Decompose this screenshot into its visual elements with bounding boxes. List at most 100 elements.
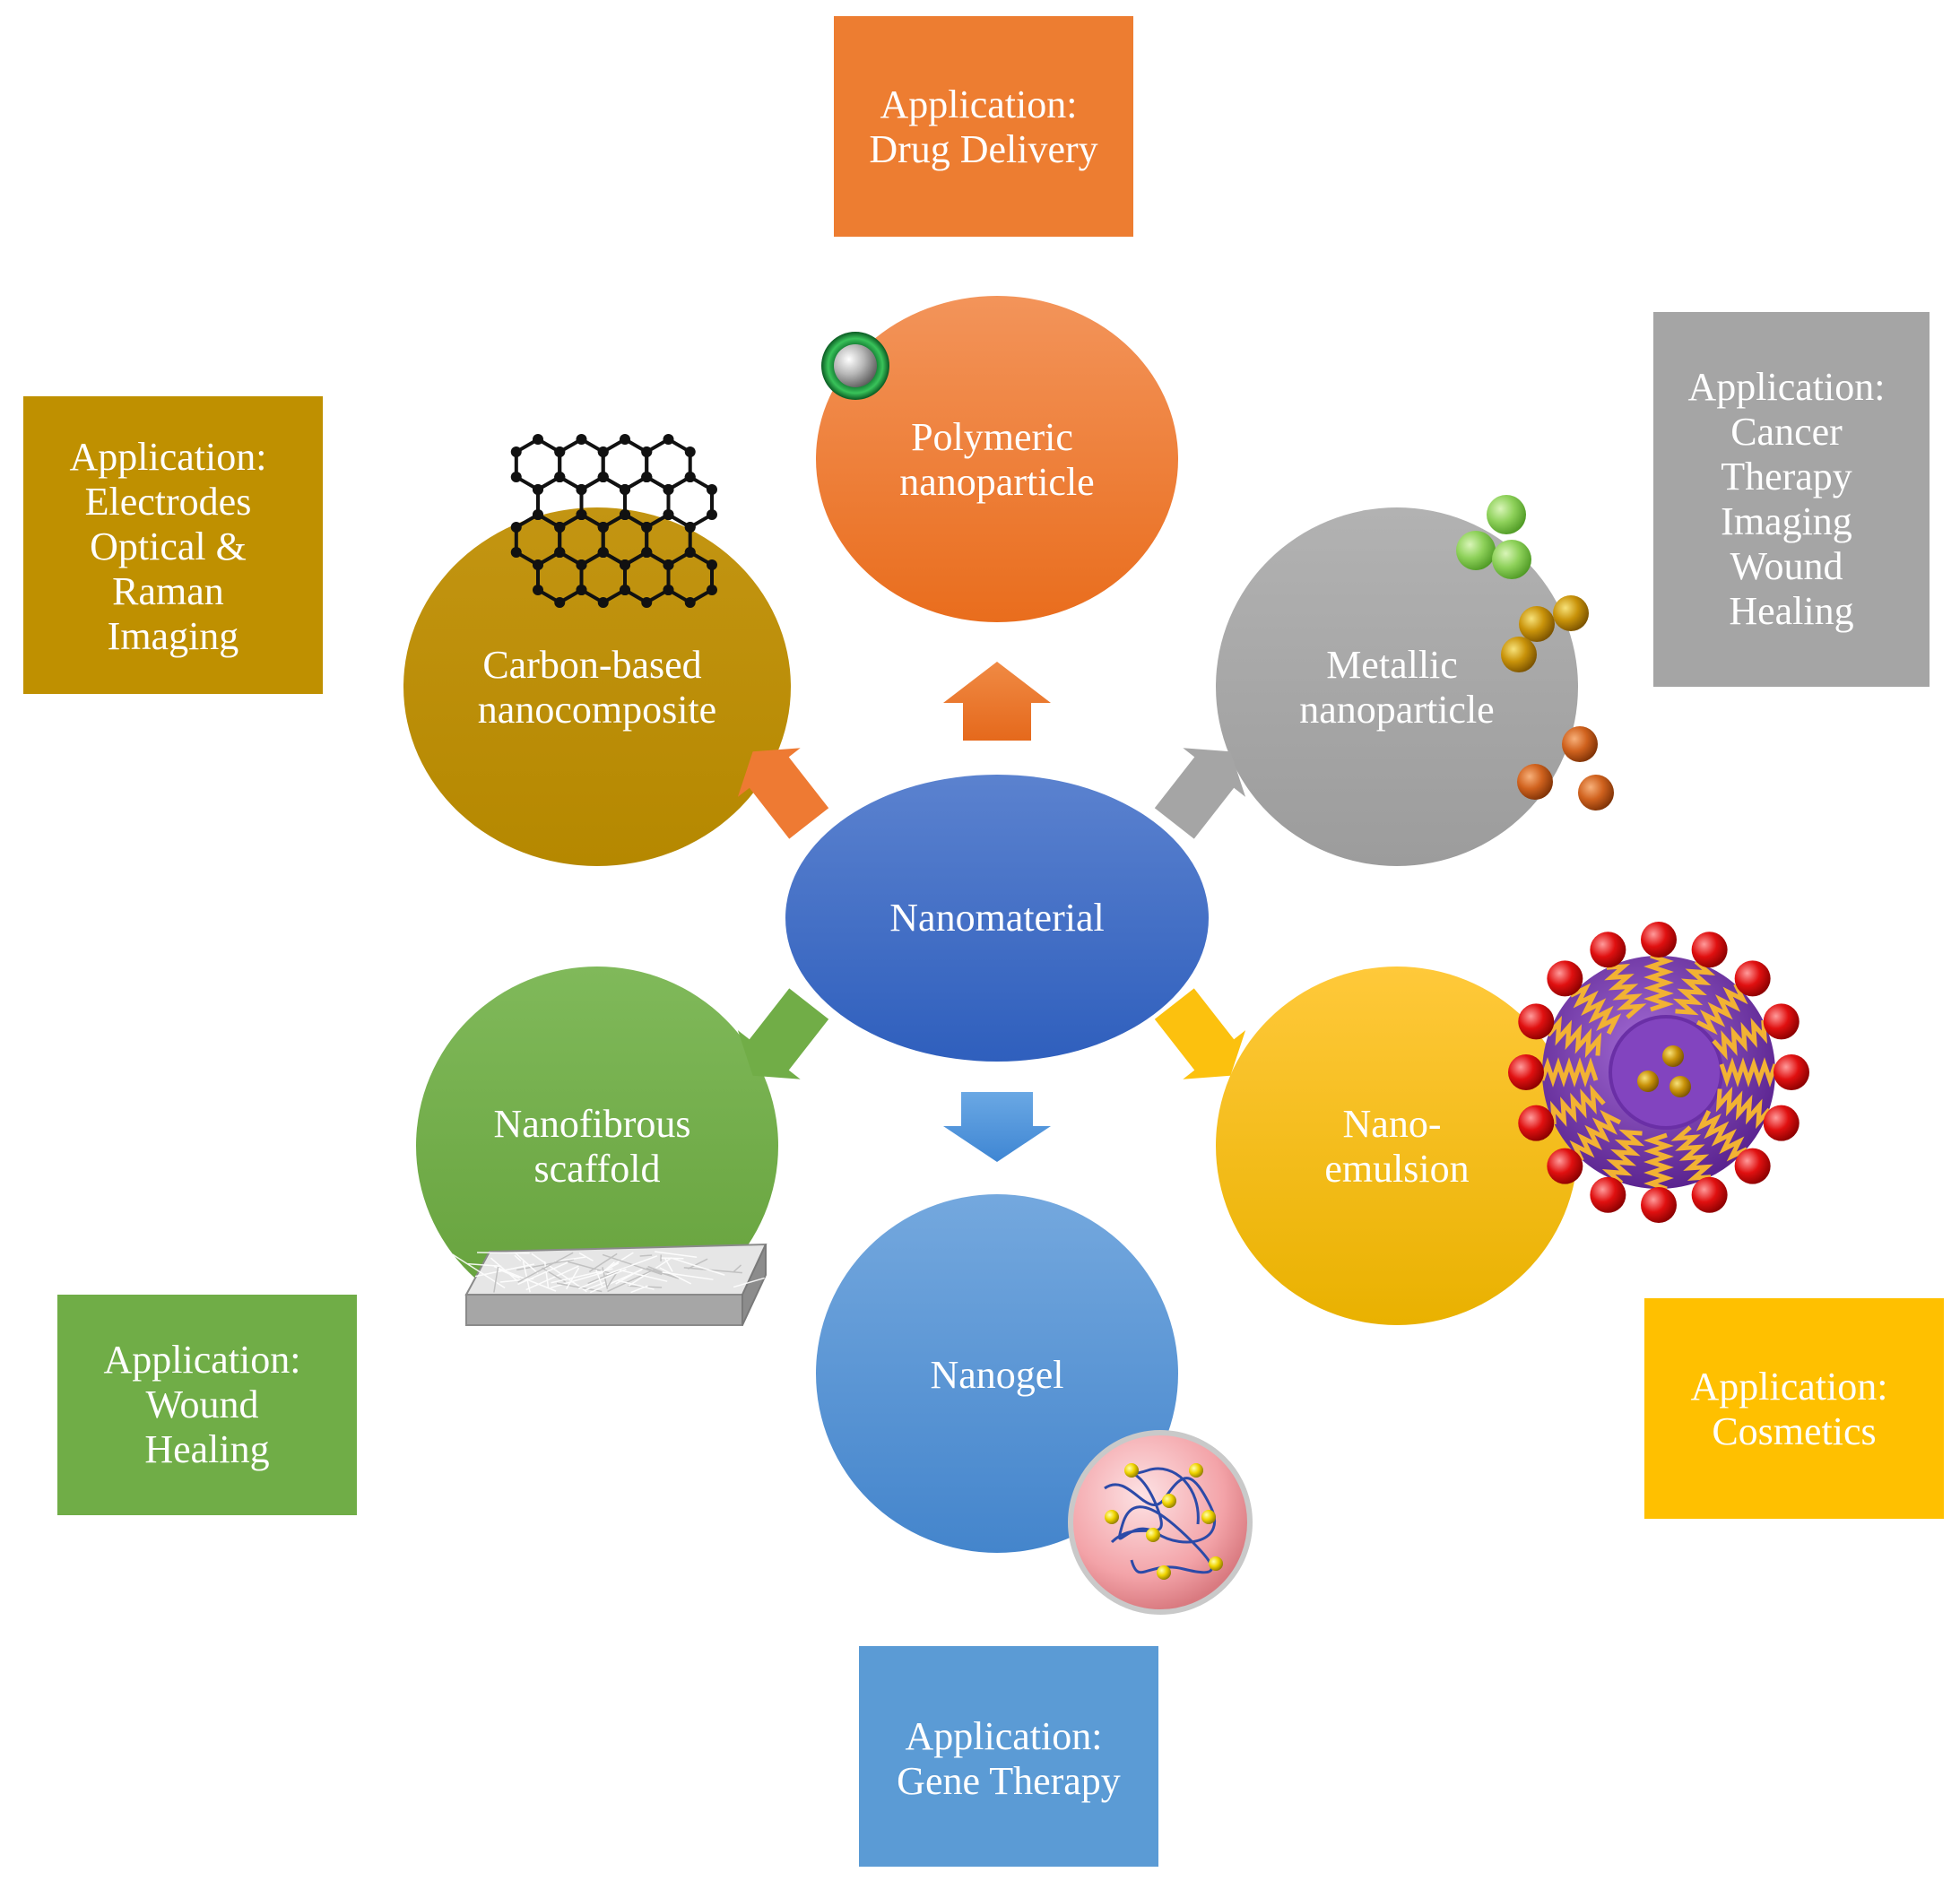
node-label: Nanogel bbox=[930, 1353, 1063, 1397]
surfactant-head bbox=[1547, 960, 1583, 997]
surfactant-head bbox=[1763, 1105, 1800, 1141]
surfactant-chain bbox=[1569, 983, 1622, 1036]
surfactant-chain bbox=[1695, 1109, 1748, 1162]
node-label: Polymeric nanoparticle bbox=[899, 415, 1094, 504]
lattice-atom bbox=[510, 446, 522, 457]
lattice-atom bbox=[533, 509, 543, 520]
lattice-atom bbox=[663, 559, 674, 570]
fiber-strand bbox=[618, 1279, 655, 1290]
arrow-lower-left-icon bbox=[737, 988, 829, 1079]
surfactant-head bbox=[1590, 932, 1626, 968]
fiber-strand bbox=[551, 1268, 613, 1284]
fiber-strand bbox=[659, 1267, 692, 1285]
node-polymeric-nanoparticle: Polymeric nanoparticle bbox=[816, 296, 1178, 622]
lattice-atom bbox=[619, 585, 630, 595]
lattice-atom bbox=[641, 597, 653, 608]
surfactant-head bbox=[1691, 932, 1728, 968]
lattice-atom bbox=[706, 509, 717, 520]
application-label: Application: Drug Delivery bbox=[869, 82, 1097, 171]
surfactant-chain bbox=[1569, 1109, 1622, 1162]
lattice-atom bbox=[533, 585, 543, 595]
node-nanogel: Nanogel bbox=[816, 1194, 1178, 1553]
arrow-up-icon bbox=[943, 662, 1051, 741]
application-box-drug-delivery: Application: Drug Delivery bbox=[834, 16, 1133, 237]
core-shell-particle-icon bbox=[821, 332, 889, 400]
lattice-atom bbox=[684, 522, 696, 533]
surfactant-head bbox=[1518, 1003, 1555, 1040]
surfactant-chain bbox=[1719, 1057, 1778, 1088]
fiber-strand bbox=[733, 1264, 742, 1273]
fiber-strand bbox=[517, 1261, 568, 1286]
lattice-atom bbox=[619, 484, 630, 495]
fiber-strand bbox=[531, 1253, 587, 1293]
application-box-wound-healing: Application: Wound Healing bbox=[57, 1295, 357, 1515]
surfactant-chain bbox=[1670, 1125, 1713, 1182]
surfactant-head bbox=[1547, 1148, 1583, 1184]
gel-network-icon bbox=[1068, 1430, 1253, 1615]
surfactant-chain bbox=[1695, 983, 1748, 1036]
lattice-atom bbox=[641, 446, 653, 457]
lattice-atom bbox=[554, 522, 566, 533]
application-label: Application: Gene Therapy bbox=[897, 1714, 1121, 1803]
metal-spheres-icon bbox=[1456, 495, 1614, 810]
surfactant-chain bbox=[1715, 1086, 1772, 1130]
lattice-atom bbox=[619, 434, 630, 445]
fiber-strand bbox=[733, 1277, 765, 1288]
surfactant-chain bbox=[1643, 953, 1674, 1012]
surfactant-chain bbox=[1539, 1057, 1599, 1088]
lattice-atom bbox=[533, 434, 543, 445]
fiber-strand bbox=[619, 1269, 668, 1282]
fiber-strand bbox=[655, 1251, 698, 1259]
lattice-atom bbox=[706, 484, 717, 495]
application-box-electrodes: Application: Electrodes Optical & Raman … bbox=[23, 396, 323, 694]
surfactant-chain bbox=[1549, 1084, 1606, 1127]
surfactant-chain bbox=[1604, 963, 1647, 1019]
node-nanofibrous-scaffold: Nanofibrous scaffold bbox=[416, 967, 778, 1325]
fiber-strand bbox=[606, 1255, 658, 1276]
fiber-strand bbox=[517, 1252, 574, 1283]
lattice-atom bbox=[533, 484, 543, 495]
node-metallic-nanoparticle: Metallic nanoparticle bbox=[1216, 507, 1578, 866]
fiber-strand bbox=[611, 1252, 634, 1268]
fiber-strand bbox=[555, 1256, 586, 1262]
lattice-atom bbox=[597, 597, 609, 608]
fiber-strand bbox=[683, 1267, 742, 1274]
graphene-lattice-icon bbox=[510, 434, 717, 608]
fiber-strand bbox=[578, 1252, 594, 1261]
surfactant-head bbox=[1691, 1176, 1728, 1213]
surfactant-head bbox=[1734, 1148, 1771, 1184]
fiber-strand bbox=[542, 1267, 566, 1283]
fiber-strand bbox=[687, 1258, 708, 1270]
fiber-strand bbox=[514, 1254, 522, 1261]
lattice-atom bbox=[684, 472, 696, 482]
application-box-cancer-therapy: Application: Cancer Therapy Imaging Woun… bbox=[1653, 312, 1930, 687]
surfactant-head bbox=[1641, 922, 1677, 958]
node-label: Nanofibrous scaffold bbox=[494, 1102, 701, 1191]
lattice-atom bbox=[684, 446, 696, 457]
lattice-atom bbox=[554, 472, 566, 482]
lattice-atom bbox=[576, 509, 587, 520]
lattice-atom bbox=[533, 559, 543, 570]
surfactant-head bbox=[1590, 1176, 1626, 1213]
fiber-strand bbox=[568, 1261, 617, 1276]
application-label: Application: Wound Healing bbox=[104, 1338, 311, 1471]
fiber-strand bbox=[499, 1278, 534, 1283]
lattice-atom bbox=[576, 434, 587, 445]
lattice-atom bbox=[510, 472, 522, 482]
lattice-atom bbox=[597, 446, 609, 457]
fiber-strand bbox=[474, 1263, 535, 1278]
surfactant-head bbox=[1641, 1187, 1677, 1223]
surfactant-chain bbox=[1712, 1018, 1768, 1061]
emulsion-droplet-icon bbox=[1508, 922, 1809, 1223]
lattice-atom bbox=[576, 585, 587, 595]
surfactant-head bbox=[1774, 1054, 1809, 1090]
lattice-atom bbox=[510, 522, 522, 533]
lattice-atom bbox=[706, 585, 717, 595]
lattice-atom bbox=[706, 559, 717, 570]
fiber-strand bbox=[493, 1266, 499, 1293]
lattice-atom bbox=[641, 522, 653, 533]
fiber-strand bbox=[588, 1253, 618, 1273]
lattice-atom bbox=[619, 509, 630, 520]
fiber-strand bbox=[467, 1262, 502, 1268]
lattice-atom bbox=[663, 434, 674, 445]
